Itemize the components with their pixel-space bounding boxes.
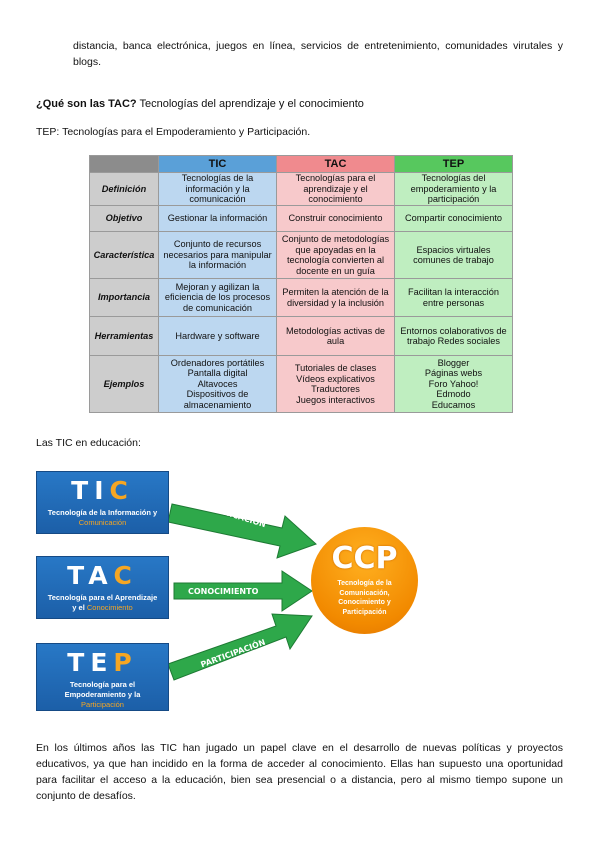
row-label: Característica [89, 231, 159, 279]
ccp-title: CCP [331, 541, 398, 576]
table-row: Definición Tecnologías de la información… [89, 172, 513, 206]
table-header-row: TIC TAC TEP [89, 155, 513, 173]
cell-tep: Tecnologías del empoderamiento y la part… [394, 172, 513, 206]
example-item: Tutoriales de clases [294, 363, 377, 373]
header-tac: TAC [276, 155, 395, 173]
tep-sub-line: Tecnología para el [69, 680, 136, 689]
tac-box-title: TAC [37, 561, 168, 590]
comparison-table: TIC TAC TEP Definición Tecnologías de la… [89, 155, 513, 413]
table-row: Objetivo Gestionar la información Constr… [89, 205, 513, 232]
tac-sub-line: Tecnología para el Aprendizaje [47, 593, 158, 602]
education-heading: Las TIC en educación: [36, 437, 141, 449]
intro-paragraph: distancia, banca electrónica, juegos en … [73, 40, 563, 68]
row-label: Herramientas [89, 316, 159, 356]
ccp-circle: CCP Tecnología de la Comunicación, Conoc… [311, 527, 418, 634]
tac-sub-line2: y el [72, 603, 85, 612]
cell-tep: Facilitan la interacción entre personas [394, 278, 513, 317]
table-corner-cell [89, 155, 159, 173]
table-row: Importancia Mejoran y agilizan la eficie… [89, 278, 513, 317]
final-paragraph: En los últimos años las TIC han jugado u… [36, 742, 563, 802]
table-row: Ejemplos Ordenadores portátiles Pantalla… [89, 355, 513, 413]
example-item: Blogger [437, 357, 470, 368]
cell-tic: Mejoran y agilizan la eficiencia de los … [158, 278, 277, 317]
example-item: Edmodo [436, 389, 471, 400]
tic-tac-tep-diagram: COMUNICACIÓN CONOCIMIENTO PARTICIPACIÓN … [36, 466, 421, 721]
example-item: almacenamiento [183, 399, 252, 410]
example-item: Pantalla digital [187, 368, 248, 379]
tac-heading: ¿Qué son las TAC? Tecnologías del aprend… [36, 96, 364, 112]
arrow-conocimiento [173, 570, 313, 612]
header-tep: TEP [394, 155, 513, 173]
arrows-layer [167, 503, 317, 681]
tep-line: TEP: Tecnologías para el Empoderamiento … [36, 126, 311, 138]
tic-sub-accent: Comunicación [78, 518, 127, 527]
tep-box-title: TEP [37, 648, 168, 677]
tep-letters: TE [67, 648, 114, 677]
row-label: Definición [89, 172, 159, 206]
tac-heading-rest: Tecnologías del aprendizaje y el conocim… [136, 98, 364, 110]
row-label: Importancia [89, 278, 159, 317]
example-item: Foro Yahoo! [428, 378, 479, 389]
example-item: Ordenadores portátiles [170, 357, 265, 368]
cell-tep: Compartir conocimiento [394, 205, 513, 232]
tac-letters: TA [67, 561, 114, 590]
table-row: Herramientas Hardware y software Metodol… [89, 316, 513, 356]
cell-tac-examples: Tutoriales de clases Vídeos explicativos… [276, 355, 395, 413]
tac-last-letter: C [113, 561, 138, 590]
cell-tac: Tecnologías para el aprendizaje y el con… [276, 172, 395, 206]
cell-tac: Metodologías activas de aula [276, 316, 395, 356]
example-item: Dispositivos de [186, 389, 249, 400]
cell-tac: Conjunto de metodologías que apoyadas en… [276, 231, 395, 279]
cell-tic: Tecnologías de la información y la comun… [158, 172, 277, 206]
tep-sub-line2: Empoderamiento y la [64, 690, 141, 699]
arrow-label-conocimiento: CONOCIMIENTO [188, 587, 259, 596]
tic-letters: TI [71, 476, 110, 505]
example-item: Altavoces [197, 378, 238, 389]
cell-tic-examples: Ordenadores portátiles Pantalla digital … [158, 355, 277, 413]
row-label: Objetivo [89, 205, 159, 232]
example-item: Páginas webs [424, 368, 483, 379]
cell-tac: Construir conocimiento [276, 205, 395, 232]
row-label: Ejemplos [89, 355, 159, 413]
tic-last-letter: C [109, 476, 134, 505]
example-item: Vídeos explicativos [296, 373, 375, 384]
cell-tic: Hardware y software [158, 316, 277, 356]
cell-tep: Espacios virtuales comunes de trabajo [394, 231, 513, 279]
cell-tep-examples: Blogger Páginas webs Foro Yahoo! Edmodo … [394, 355, 513, 413]
ccp-subtitle: Tecnología de la Comunicación, Conocimie… [337, 580, 392, 616]
tic-box-title: TIC [37, 476, 168, 505]
table-row: Característica Conjunto de recursos nece… [89, 231, 513, 279]
tac-heading-bold: ¿Qué son las TAC? [36, 98, 137, 110]
example-item: Traductores [311, 384, 360, 394]
cell-tac: Permiten la atención de la diversidad y … [276, 278, 395, 317]
tac-sub-accent: Conocimiento [86, 603, 133, 612]
tep-sub-accent: Participación [81, 700, 124, 709]
arrow-comunicacion [167, 503, 317, 559]
tep-last-letter: P [113, 648, 138, 677]
arrow-participacion [167, 613, 313, 681]
header-tic: TIC [158, 155, 277, 173]
cell-tic: Gestionar la información [158, 205, 277, 232]
tic-sub-line: Tecnología de la Información y [47, 508, 158, 517]
cell-tic: Conjunto de recursos necesarios para man… [158, 231, 277, 279]
example-item: Educamos [431, 399, 476, 410]
cell-tep: Entornos colaborativos de trabajo Redes … [394, 316, 513, 356]
example-item: Juegos interactivos [296, 394, 375, 405]
